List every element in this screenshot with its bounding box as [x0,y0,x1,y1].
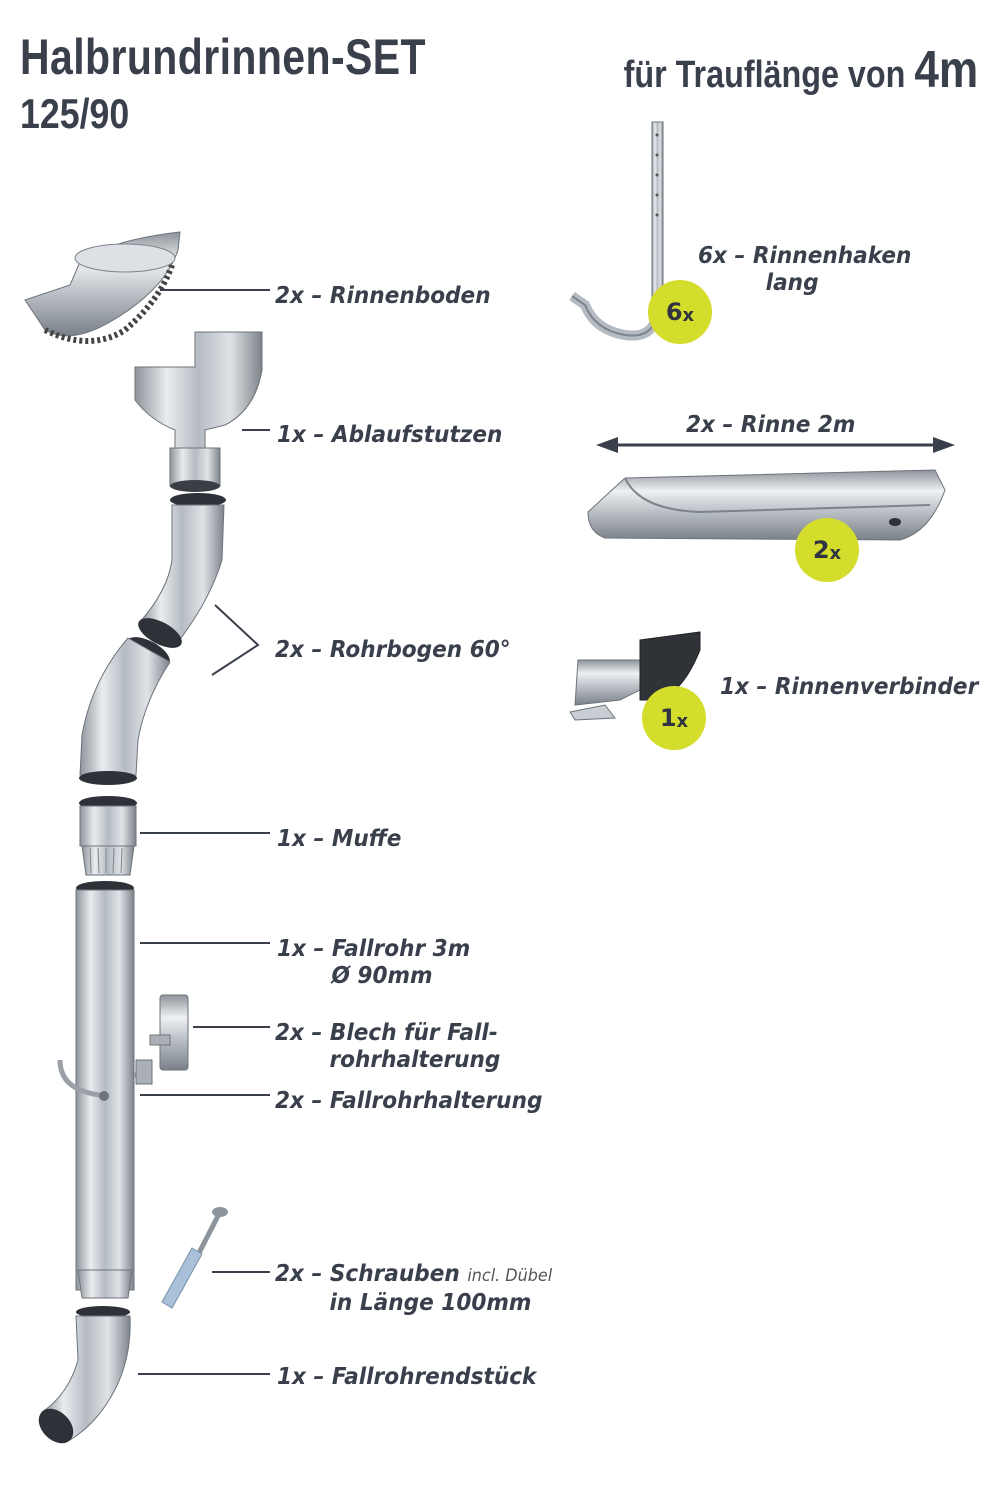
label-fallrohr: 1x – Fallrohr 3m Ø 90mm [277,936,470,990]
endstueck-image [38,1306,131,1444]
label-rohrbogen: 2x – Rohrbogen 60° [275,637,511,663]
page-title: Halbrundrinnen-SET [20,29,426,85]
rohrbogen-upper-image [138,493,226,648]
label-rinnenverbinder: 1x – Rinnenverbinder [720,674,979,700]
label-fallrohrhalterung: 2x – Fallrohrhalterung [275,1088,543,1114]
label-blech-line2: rohrhalterung [329,1047,501,1073]
schraube-image [161,1207,228,1309]
label-rinnenhaken: 6x – Rinnenhaken lang [698,243,911,297]
label-schrauben-note: incl. Dübel [467,1266,553,1286]
label-schrauben-line1: 2x – Schrauben [275,1261,460,1287]
label-blech: 2x – Blech für Fall- rohrhalterung [275,1020,500,1074]
label-rinnenhaken-line1: 6x – Rinnenhaken [698,243,912,269]
blech-image [135,994,189,1085]
label-muffe: 1x – Muffe [277,826,402,852]
label-rinnenhaken-line2: lang [765,270,819,296]
headline-prefix: für Trauflänge von [623,54,906,96]
label-ablaufstutzen: 1x – Ablaufstutzen [277,422,503,448]
rinne-length-arrow [596,437,955,453]
label-schrauben-line2: in Länge 100mm [329,1290,532,1316]
leader-lines [138,289,270,1375]
label-fallrohr-line2: Ø 90mm [331,963,433,989]
label-fallrohr-line1: 1x – Fallrohr 3m [277,936,471,962]
rinne-image [587,469,946,541]
ablaufstutzen-image [134,331,263,492]
rinnenboden-image [24,231,181,344]
rohrbogen-lower-image [79,637,171,785]
label-blech-line1: 2x – Blech für Fall- [275,1020,498,1046]
label-rinne: 2x – Rinne 2m [686,412,856,438]
label-schrauben: 2x – Schrauben incl. Dübel in Länge 100m… [275,1261,552,1317]
headline: für Trauflänge von 4m [623,40,978,100]
muffe-image [79,796,137,876]
rinnenverbinder-image [569,631,701,721]
label-rinnenboden: 2x – Rinnenboden [275,283,491,309]
page-subtitle: 125/90 [20,90,130,137]
headline-value: 4m [914,41,978,99]
label-endstueck: 1x – Fallrohrendstück [277,1364,537,1390]
